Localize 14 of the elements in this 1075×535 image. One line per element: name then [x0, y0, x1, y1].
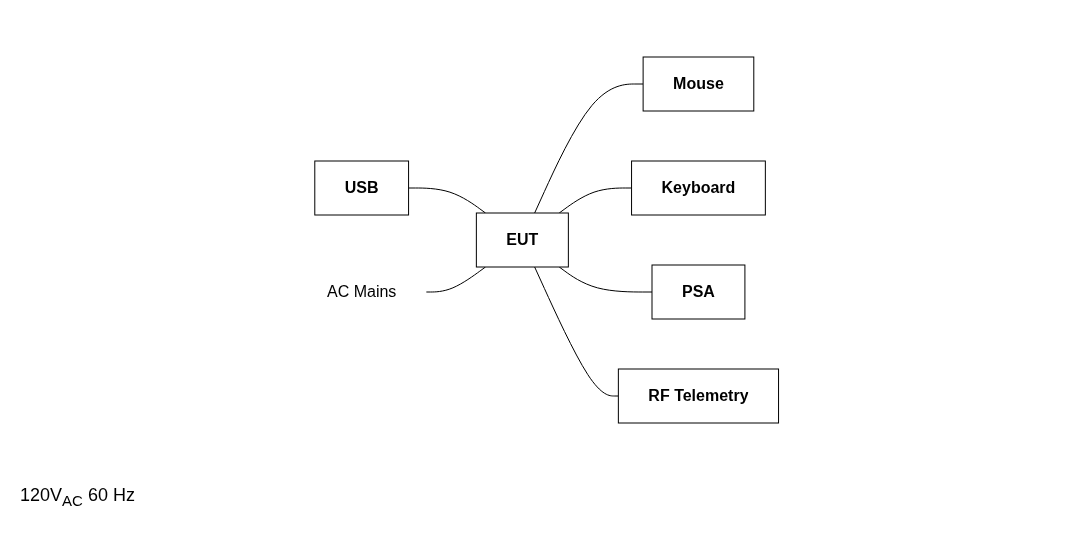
node-box: USB — [314, 160, 409, 216]
node-text: AC Mains — [326, 283, 397, 300]
connector — [533, 83, 644, 214]
connector — [558, 187, 632, 214]
connector — [558, 266, 653, 293]
note-text: 120V$_{AC}$ 60 Hz — [20, 485, 135, 505]
node-box: RF Telemetry — [617, 368, 779, 424]
connector — [533, 266, 619, 397]
connector — [425, 266, 486, 293]
connector — [407, 187, 486, 214]
node-box: Keyboard — [630, 160, 766, 216]
node-box: Mouse — [642, 56, 754, 112]
node-box: PSA — [651, 264, 746, 320]
node-box: EUT — [475, 212, 569, 268]
